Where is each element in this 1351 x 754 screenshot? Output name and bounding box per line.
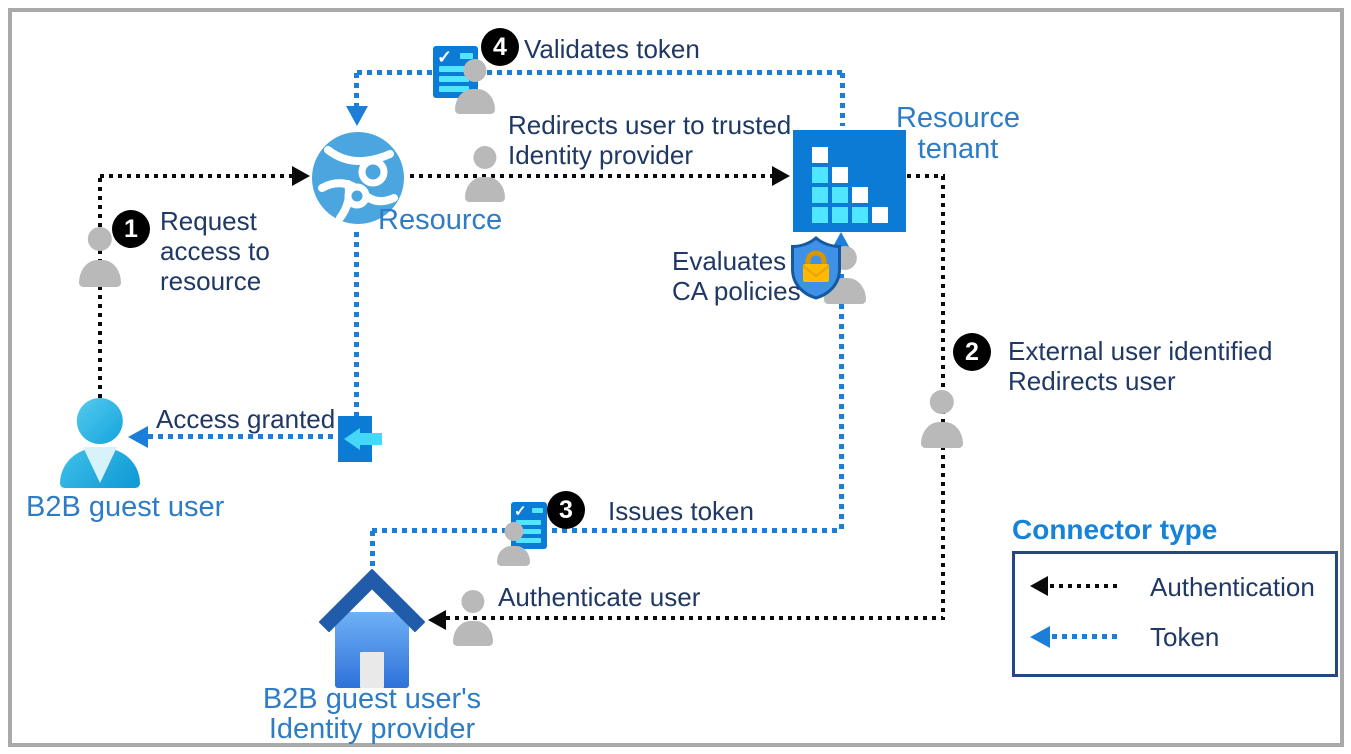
arrow-left-icon bbox=[428, 610, 446, 630]
resource-label: Resource bbox=[378, 204, 503, 236]
arrow-left-icon bbox=[128, 426, 148, 448]
step-3-text: Issues token bbox=[608, 496, 754, 526]
globe-icon bbox=[310, 130, 406, 226]
token-icon: ✓ bbox=[497, 502, 577, 568]
cyan-arrow-left-icon bbox=[344, 428, 360, 450]
legend-authentication-label: Authentication bbox=[1150, 572, 1315, 602]
auth-line-authenticate bbox=[446, 616, 943, 620]
token-line-resource-down bbox=[354, 232, 359, 416]
legend-box bbox=[1012, 551, 1338, 677]
step-1-badge: 1 bbox=[112, 210, 150, 248]
access-granted-text: Access granted bbox=[156, 404, 336, 434]
token-line-up-to-tenant bbox=[839, 254, 844, 532]
diagram-frame bbox=[8, 8, 1344, 747]
legend-title: Connector type bbox=[1012, 514, 1218, 545]
collar-shape bbox=[83, 447, 117, 483]
auth-line-resource-to-tenant bbox=[410, 174, 772, 178]
shield-lock-icon bbox=[790, 236, 842, 300]
user-icon bbox=[455, 59, 495, 114]
token-line-to-globe bbox=[354, 73, 359, 108]
auth-line-user-up bbox=[98, 178, 102, 400]
arrow-left-icon bbox=[1030, 626, 1050, 648]
auth-line-user-to-resource bbox=[100, 174, 292, 178]
token-line-validates-down bbox=[840, 73, 845, 126]
tenant-icon bbox=[793, 130, 906, 232]
b2b-guest-user-label: B2B guest user bbox=[26, 491, 225, 523]
user-icon bbox=[79, 227, 121, 287]
step-4-badge: 4 bbox=[481, 28, 519, 66]
token-line-to-house bbox=[370, 531, 375, 571]
step-3-badge: 3 bbox=[547, 491, 585, 529]
step-1-text: Request access to resource bbox=[160, 206, 270, 296]
check-icon: ✓ bbox=[437, 47, 453, 67]
token-icon: ✓ bbox=[433, 46, 523, 118]
home-icon bbox=[318, 568, 426, 690]
arrow-left-icon bbox=[1030, 576, 1048, 596]
legend-authentication-connector bbox=[1050, 584, 1120, 588]
cyan-arrow-tail bbox=[360, 433, 382, 445]
auth-line-tenant-right bbox=[907, 174, 945, 178]
redirect-text: Redirects user to trusted Identity provi… bbox=[508, 110, 792, 170]
resource-tenant-label: Resource tenant bbox=[895, 102, 1021, 165]
user-icon bbox=[465, 146, 505, 202]
legend-token-label: Token bbox=[1150, 622, 1220, 652]
check-icon: ✓ bbox=[514, 503, 527, 520]
token-line-access-granted bbox=[148, 434, 338, 439]
arrow-right-icon bbox=[772, 166, 790, 186]
user-icon bbox=[921, 390, 963, 448]
step-2-text: External user identified Redirects user bbox=[1008, 336, 1273, 396]
arrow-right-icon bbox=[292, 166, 310, 186]
step-4-text: Validates token bbox=[524, 34, 700, 64]
evaluates-ca-policies-text: Evaluates CA policies bbox=[672, 246, 801, 306]
user-icon bbox=[453, 590, 493, 646]
token-line-issues bbox=[372, 528, 842, 533]
identity-provider-label: B2B guest user's Identity provider bbox=[262, 683, 482, 745]
arrow-down-icon bbox=[346, 106, 368, 126]
user-icon bbox=[497, 522, 530, 566]
step-2-badge: 2 bbox=[953, 333, 991, 371]
token-line-validates bbox=[357, 70, 845, 75]
legend-token-connector bbox=[1052, 634, 1120, 639]
sign-in-icon bbox=[338, 416, 384, 462]
b2b-guest-user-icon bbox=[60, 398, 140, 488]
authenticate-user-text: Authenticate user bbox=[498, 582, 701, 612]
